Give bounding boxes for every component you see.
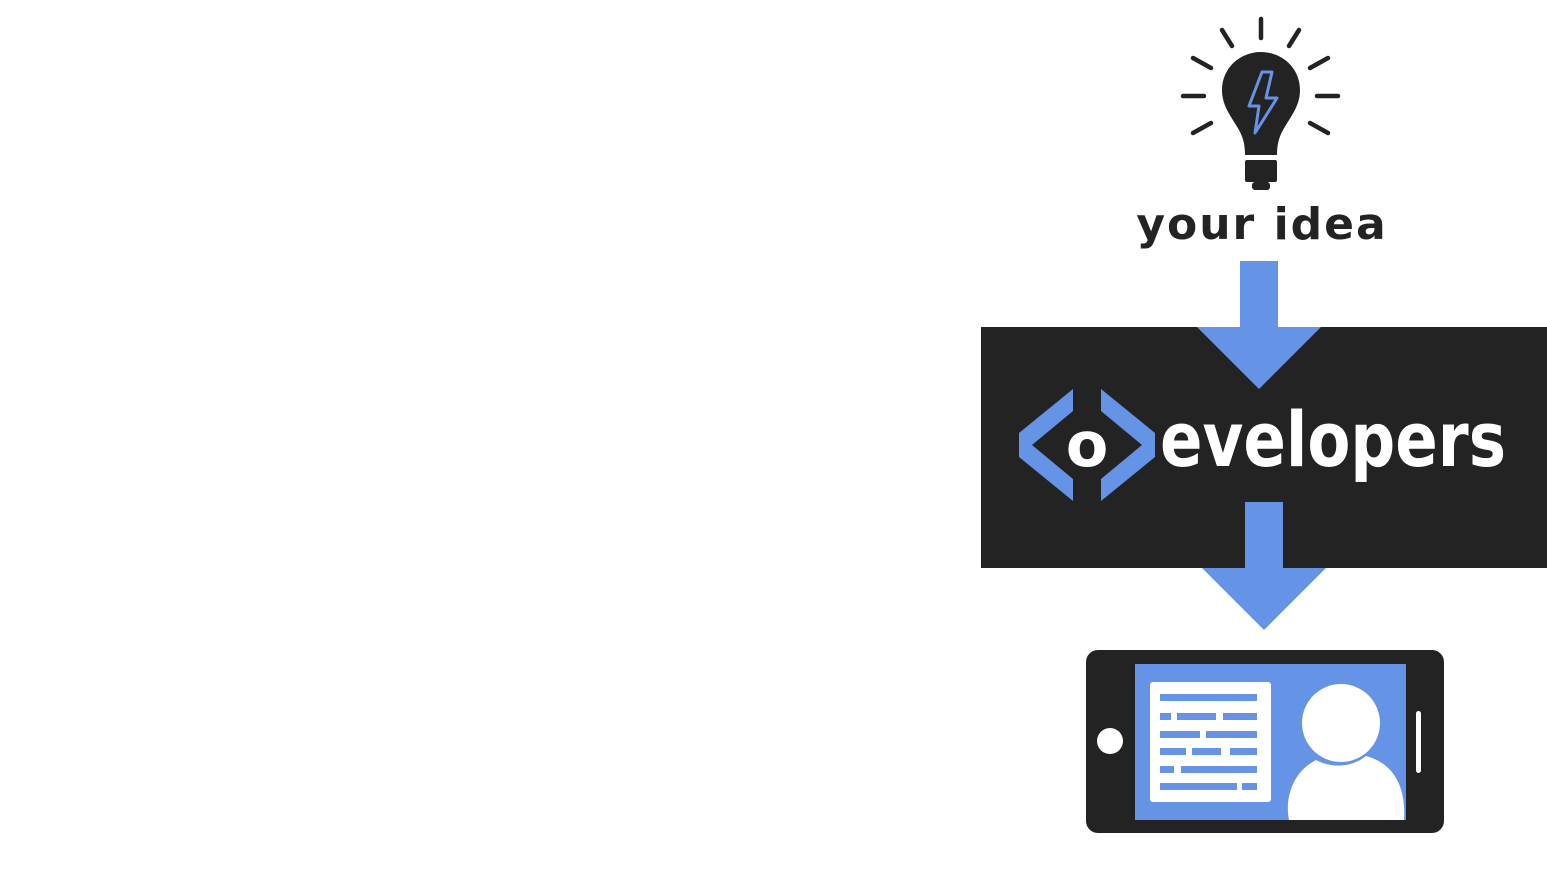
arrow-down-idea-to-developers [1197, 261, 1321, 389]
lightning-bolt [1247, 70, 1279, 135]
document-icon [1150, 682, 1271, 802]
phone-side-slot [1416, 711, 1421, 773]
user-icon [1287, 684, 1405, 820]
bulb-glass [1222, 52, 1300, 155]
arrow-down-developers-to-device [1202, 502, 1326, 630]
bulb-base [1245, 160, 1277, 182]
phone-home-button [1097, 728, 1123, 754]
left-bracket [1019, 389, 1073, 501]
idea-label: your idea [1136, 199, 1387, 250]
smartphone-icon [1086, 650, 1444, 833]
light-rays [1180, 16, 1341, 136]
lightbulb-icon [1180, 16, 1341, 190]
code-brackets-logo: o [1019, 389, 1155, 501]
logo-letter: o [1066, 408, 1109, 481]
right-bracket [1101, 389, 1155, 501]
developers-wordmark: evelopers [1160, 395, 1506, 484]
